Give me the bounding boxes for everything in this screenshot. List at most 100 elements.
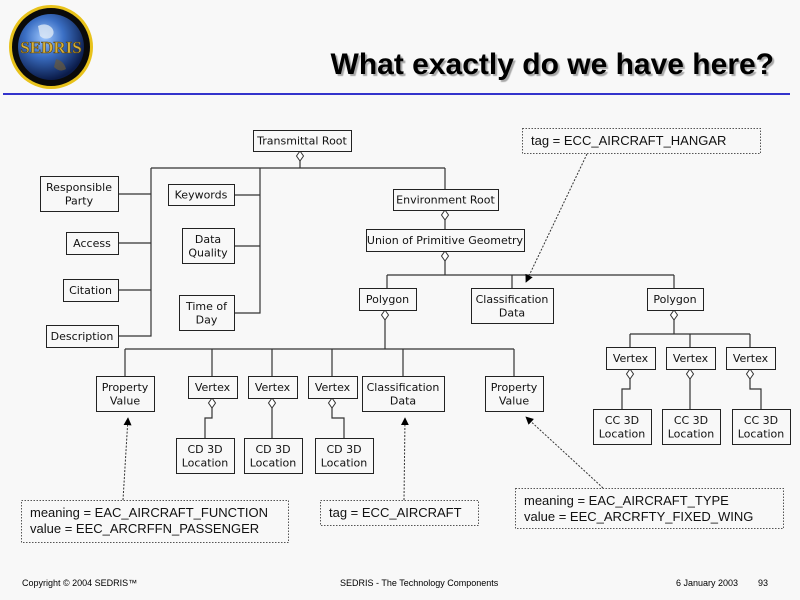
node-description: Description — [46, 325, 119, 348]
node-label: Environment Root — [396, 194, 495, 207]
node-label: Union of Primitive Geometry — [367, 234, 524, 247]
node-box — [176, 438, 235, 474]
footer-title: SEDRIS - The Technology Components — [340, 578, 499, 588]
node-label: CD 3D — [326, 443, 361, 456]
node-vertex-6: Vertex — [726, 347, 776, 370]
note-links — [122, 153, 604, 501]
node-box — [40, 176, 119, 212]
note-text: value = EEC_ARCRFFN_PASSENGER — [30, 521, 259, 536]
title-divider — [3, 93, 790, 95]
connector-line — [331, 408, 345, 438]
note-link-aircraft-arrow — [400, 417, 409, 501]
node-label: CC 3D — [744, 414, 778, 427]
node-polygon-2: Polygon — [647, 288, 704, 311]
nodes: Transmittal RootResponsiblePartyAccessCi… — [40, 130, 791, 474]
node-label: Property — [491, 381, 538, 394]
aggregation-diamond-icon — [327, 397, 337, 409]
node-label: Value — [110, 394, 140, 407]
node-box — [366, 229, 525, 252]
connector-line — [204, 408, 213, 438]
svg-text:SEDRIS: SEDRIS — [20, 38, 81, 57]
node-label: Day — [196, 313, 218, 326]
node-box — [179, 295, 235, 331]
node-box — [188, 376, 238, 399]
node-label: Vertex — [613, 352, 649, 365]
node-vertex-1: Vertex — [188, 376, 238, 399]
node-label: Quality — [188, 246, 228, 259]
note-box — [522, 128, 761, 154]
node-label: Party — [65, 194, 94, 207]
node-citation: Citation — [63, 279, 119, 302]
note-box — [320, 500, 479, 526]
node-label: CD 3D — [255, 443, 290, 456]
node-box — [666, 347, 716, 370]
node-label: Data — [195, 233, 221, 246]
node-label: Location — [738, 427, 785, 440]
node-label: Vertex — [195, 381, 231, 394]
aggregation-diamond-icon — [440, 250, 450, 262]
node-vertex-5: Vertex — [666, 347, 716, 370]
node-label: Description — [51, 330, 114, 343]
node-polygon-1: Polygon — [359, 288, 417, 311]
aggregation-diamond-icon — [207, 397, 217, 409]
node-label: Polygon — [653, 293, 696, 306]
connector-line — [234, 168, 261, 314]
node-box — [308, 376, 358, 399]
node-transmittal-root: Transmittal Root — [253, 130, 352, 152]
slide-title: What exactly do we have here? — [330, 48, 774, 81]
node-label: CC 3D — [605, 414, 639, 427]
node-vertex-4: Vertex — [606, 347, 656, 370]
node-label: CC 3D — [674, 414, 708, 427]
node-box — [253, 130, 352, 152]
node-label: Property — [102, 381, 149, 394]
node-label: Transmittal Root — [256, 135, 347, 148]
note-hangar: tag = ECC_AIRCRAFT_HANGAR — [522, 128, 761, 154]
node-environment-root: Environment Root — [393, 189, 499, 211]
note-link-hangar-arrow — [525, 153, 588, 283]
node-label: Polygon — [366, 293, 409, 306]
node-label: Vertex — [733, 352, 769, 365]
node-box — [393, 189, 499, 211]
node-label: Time of — [185, 300, 228, 313]
aggregation-diamond-icon — [625, 368, 635, 380]
footer-page-number: 93 — [758, 578, 769, 588]
note-text: meaning = EAC_AIRCRAFT_FUNCTION — [30, 505, 268, 520]
node-box — [168, 184, 235, 206]
node-label: Access — [73, 237, 111, 250]
node-box — [647, 288, 704, 311]
node-box — [726, 347, 776, 370]
aggregation-diamond-icon — [267, 397, 277, 409]
aggregation-diamond-icon — [669, 309, 679, 321]
note-box — [21, 500, 289, 543]
node-label: Data — [499, 306, 525, 319]
node-box — [182, 228, 235, 264]
node-label: Vertex — [315, 381, 351, 394]
aggregation-diamond-icon — [745, 368, 755, 380]
note-text: tag = ECC_AIRCRAFT — [329, 505, 462, 520]
node-box — [46, 325, 119, 348]
node-box — [359, 288, 417, 311]
node-box — [485, 376, 544, 412]
node-label: Citation — [69, 284, 112, 297]
node-label: Vertex — [673, 352, 709, 365]
node-label: Classification — [367, 381, 440, 394]
node-label: Location — [599, 427, 646, 440]
aggregation-diamond-icon — [295, 150, 305, 162]
note-text: tag = ECC_AIRCRAFT_HANGAR — [531, 133, 726, 148]
node-box — [66, 232, 119, 255]
node-vertex-3: Vertex — [308, 376, 358, 399]
node-label: Value — [499, 394, 529, 407]
note-text: meaning = EAC_AIRCRAFT_TYPE — [524, 493, 729, 508]
node-label: Classification — [476, 293, 549, 306]
